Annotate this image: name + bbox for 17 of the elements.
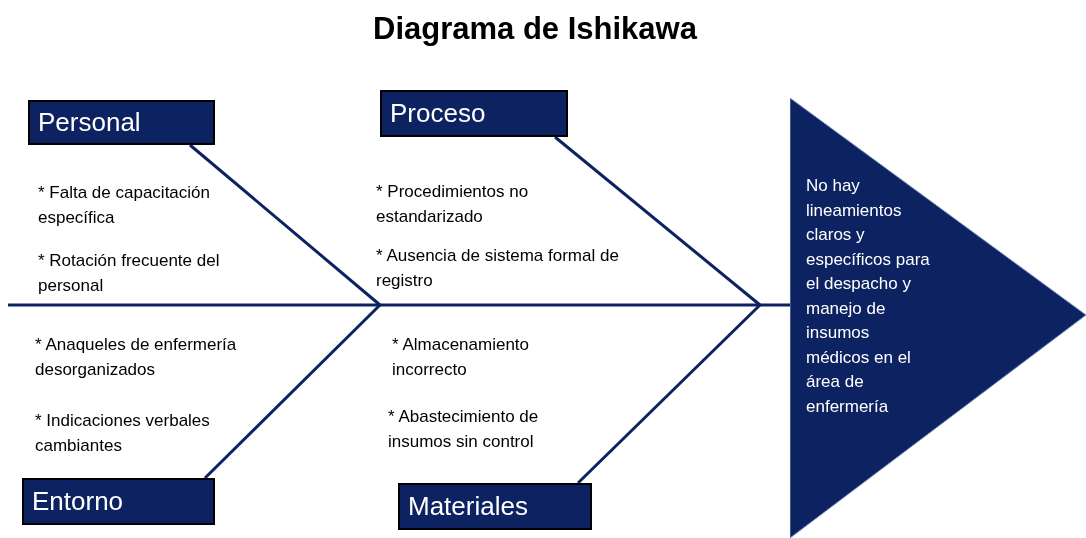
- cause-text: * Almacenamiento incorrecto: [392, 334, 531, 381]
- fishbone-line: [189, 143, 381, 307]
- category-box: Materiales: [398, 483, 592, 530]
- cause-text: * Rotación frecuente del personal: [38, 250, 221, 297]
- fishbone-line: [554, 135, 761, 307]
- category-box: Proceso: [380, 90, 568, 137]
- fishbone-line: [8, 303, 790, 307]
- cause-text: * Ausencia de sistema formal de registro: [376, 245, 620, 292]
- cause-text: * Indicaciones verbales cambiantes: [35, 410, 211, 457]
- cause-text: * Abastecimiento de insumos sin control: [388, 406, 540, 453]
- cause-text: * Procedimientos no estandarizado: [376, 181, 530, 228]
- category-box: Personal: [28, 100, 215, 145]
- cause-text: * Falta de capacitación específica: [38, 182, 211, 229]
- problem-text: No hay lineamientos claros y específicos para el despacho y manejo de insumos médicos en el área de enfermería: [806, 175, 931, 418]
- category-box: Entorno: [22, 478, 215, 525]
- diagram-title: Diagrama de Ishikawa: [373, 10, 697, 48]
- cause-text: * Anaqueles de enfermería desorganizados: [35, 334, 238, 381]
